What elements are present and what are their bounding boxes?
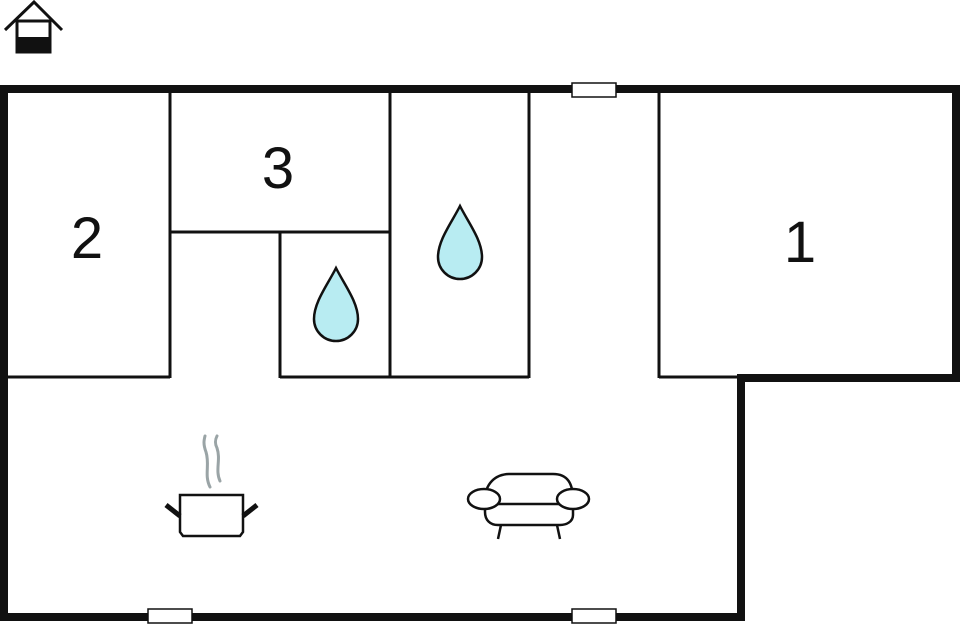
inner-walls [4, 90, 956, 379]
window-icon [571, 82, 617, 98]
water-drop-icon [436, 203, 484, 281]
room-label-1: 1 [784, 210, 816, 275]
water-drop-icon [312, 265, 360, 343]
cooking-pot-icon [164, 434, 259, 538]
window-icon [147, 608, 193, 624]
sofa-icon [466, 472, 591, 540]
window-icon [571, 608, 617, 624]
room-label-2: 2 [71, 206, 103, 271]
outer-wall [0, 85, 960, 621]
room-label-3: 3 [262, 136, 294, 201]
house-icon [3, 0, 64, 54]
